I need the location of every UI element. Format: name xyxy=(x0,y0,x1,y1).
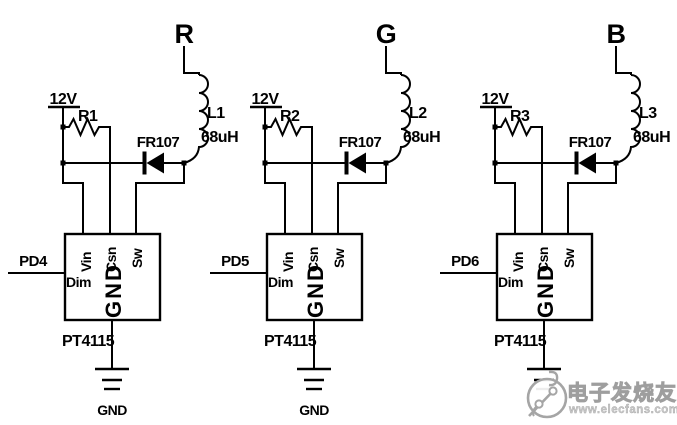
junction-dot xyxy=(492,124,498,130)
resistor-ref-label: R2 xyxy=(280,108,300,125)
diode-triangle-icon xyxy=(146,152,164,174)
resistor-zigzag-icon xyxy=(63,116,111,234)
diode-cathode-bar xyxy=(344,151,349,175)
ic-pin-vin-label: Vin xyxy=(78,252,94,272)
sw-route-wire xyxy=(567,163,617,234)
output-wire xyxy=(615,46,632,75)
inductor-value-label: 68uH xyxy=(201,129,238,146)
ic-pin-sw-label: Sw xyxy=(561,248,577,268)
watermark-url-text: www.elecfans.com xyxy=(568,404,677,416)
ic-part-number-label: PT4115 xyxy=(62,333,115,350)
resistor-ref-label: R3 xyxy=(510,108,530,125)
junction-dot xyxy=(613,160,619,166)
watermark-brand-text: 电子发烧友 xyxy=(567,381,677,405)
diode-ref-label: FR107 xyxy=(339,134,382,151)
vin-rail-wire xyxy=(264,107,286,234)
sw-route-wire xyxy=(135,163,185,234)
diode-cathode-bar xyxy=(574,151,579,175)
supply-label: 12V xyxy=(252,91,280,108)
output-net-label: B xyxy=(607,19,626,49)
inductor-coil-icon xyxy=(183,74,209,164)
ic-part-number-label: PT4115 xyxy=(264,333,317,350)
watermark-logo-node xyxy=(548,386,558,396)
ground-label: GND xyxy=(97,402,127,418)
resistor-ref-label: R1 xyxy=(78,108,98,125)
diode-cathode-bar xyxy=(142,151,147,175)
inductor-coil-icon xyxy=(615,74,641,164)
diode-ref-label: FR107 xyxy=(137,134,180,151)
output-wire xyxy=(385,46,402,75)
ic-pin-sw-label: Sw xyxy=(331,248,347,268)
watermark-logo-node xyxy=(534,399,544,409)
diode-triangle-icon xyxy=(578,152,596,174)
dim-input-net-label: PD5 xyxy=(221,253,249,270)
watermark: 电子发烧友 www.elecfans.com xyxy=(526,370,677,419)
watermark-logo-tail xyxy=(531,406,537,417)
junction-dot xyxy=(492,160,498,166)
sw-route-wire xyxy=(337,163,387,234)
dim-input-net-label: PD4 xyxy=(19,253,48,270)
inductor-ref-label: L3 xyxy=(639,105,657,122)
vin-rail-wire xyxy=(494,107,516,234)
ic-pin-gnd-label: GND xyxy=(303,263,328,318)
junction-dot xyxy=(262,124,268,130)
resistor-zigzag-icon xyxy=(495,116,543,234)
ic-pin-csn-label: Csn xyxy=(535,247,551,272)
ic-part-number-label: PT4115 xyxy=(494,333,547,350)
junction-dot xyxy=(262,160,268,166)
vin-rail-wire xyxy=(62,107,84,234)
junction-dot xyxy=(60,124,66,130)
circuit-blue-channel: B L3 68uH 12V R3 FR107 Vin Csn Sw Dim GN… xyxy=(440,19,671,391)
ic-pin-vin-label: Vin xyxy=(510,252,526,272)
ic-pin-dim-label: Dim xyxy=(66,274,91,290)
watermark-logo-curl xyxy=(548,370,559,387)
circuit-red-channel: R L1 68uH 12V R1 FR107 Vin Csn Sw Dim GN… xyxy=(8,19,239,418)
inductor-value-label: 68uH xyxy=(403,129,440,146)
ic-pin-gnd-label: GND xyxy=(533,263,558,318)
resistor-zigzag-icon xyxy=(265,116,313,234)
inductor-coil-icon xyxy=(385,74,411,164)
ic-pin-dim-label: Dim xyxy=(268,274,293,290)
ic-pin-dim-label: Dim xyxy=(498,274,523,290)
ic-pin-csn-label: Csn xyxy=(103,247,119,272)
inductor-value-label: 68uH xyxy=(633,129,670,146)
junction-dot xyxy=(60,160,66,166)
supply-label: 12V xyxy=(482,91,510,108)
inductor-ref-label: L2 xyxy=(409,105,427,122)
output-net-label: G xyxy=(376,19,397,49)
ic-pin-gnd-label: GND xyxy=(101,263,126,318)
ic-pin-sw-label: Sw xyxy=(129,248,145,268)
inductor-ref-label: L1 xyxy=(207,105,225,122)
output-wire xyxy=(183,46,200,75)
junction-dot xyxy=(181,160,187,166)
supply-label: 12V xyxy=(50,91,78,108)
output-net-label: R xyxy=(175,19,194,49)
ground-label: GND xyxy=(299,402,329,418)
junction-dot xyxy=(383,160,389,166)
diode-ref-label: FR107 xyxy=(569,134,612,151)
diode-triangle-icon xyxy=(348,152,366,174)
circuit-green-channel: G L2 68uH 12V R2 FR107 Vin Csn Sw Dim GN… xyxy=(210,19,441,418)
ic-pin-vin-label: Vin xyxy=(280,252,296,272)
dim-input-net-label: PD6 xyxy=(451,253,479,270)
ic-pin-csn-label: Csn xyxy=(305,247,321,272)
